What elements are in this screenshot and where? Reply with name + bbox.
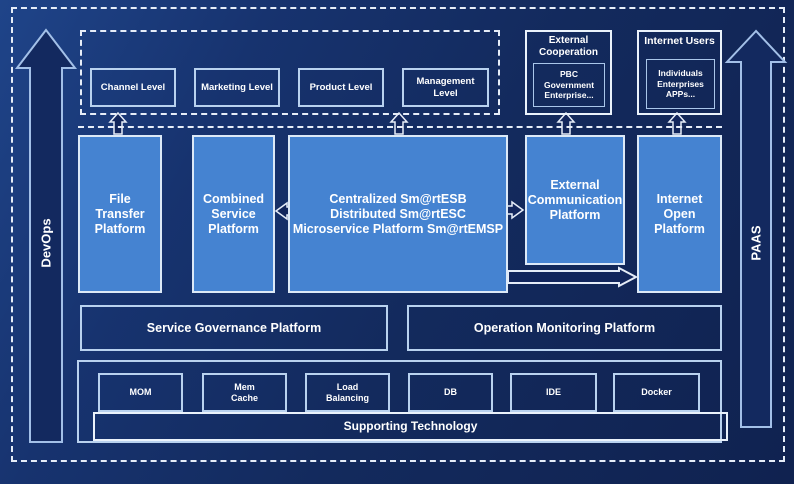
dashed-separator-line	[78, 126, 722, 128]
external-cooperation-title: External Cooperation	[539, 35, 598, 58]
devops-rail-label: DevOps	[38, 218, 54, 268]
internet-open-platform: Internet Open Platform	[637, 135, 722, 293]
level-box-marketing: Marketing Level	[194, 68, 280, 107]
level-box-product: Product Level	[298, 68, 384, 107]
supporting-technology-container	[77, 360, 722, 443]
tech-box-docker: Docker	[613, 373, 700, 412]
tech-box-mom: MOM	[98, 373, 183, 412]
internet-users-members: Individuals Enterprises APPs...	[646, 59, 715, 109]
service-governance-platform: Service Governance Platform	[80, 305, 388, 351]
tech-box-db: DB	[408, 373, 493, 412]
file-transfer-platform: File Transfer Platform	[78, 135, 162, 293]
supporting-technology-banner: Supporting Technology	[93, 412, 728, 441]
external-communication-platform: External Communication Platform	[525, 135, 625, 265]
external-cooperation-members: PBC Government Enterprise...	[533, 63, 605, 107]
operation-monitoring-platform: Operation Monitoring Platform	[407, 305, 722, 351]
tech-box-load-balancing: Load Balancing	[305, 373, 390, 412]
paas-rail-label: PAAS	[748, 225, 764, 261]
business-levels-container	[80, 30, 500, 115]
esb-core-platform: Centralized Sm@rtESB Distributed Sm@rtES…	[288, 135, 508, 293]
tech-box-mem-cache: Mem Cache	[202, 373, 287, 412]
combined-service-platform: Combined Service Platform	[192, 135, 275, 293]
tech-box-ide: IDE	[510, 373, 597, 412]
external-cooperation-box: External Cooperation PBC Government Ente…	[525, 30, 612, 115]
internet-users-box: Internet Users Individuals Enterprises A…	[637, 30, 722, 115]
level-box-management: Management Level	[402, 68, 489, 107]
level-box-channel: Channel Level	[90, 68, 176, 107]
internet-users-title: Internet Users	[644, 35, 715, 47]
